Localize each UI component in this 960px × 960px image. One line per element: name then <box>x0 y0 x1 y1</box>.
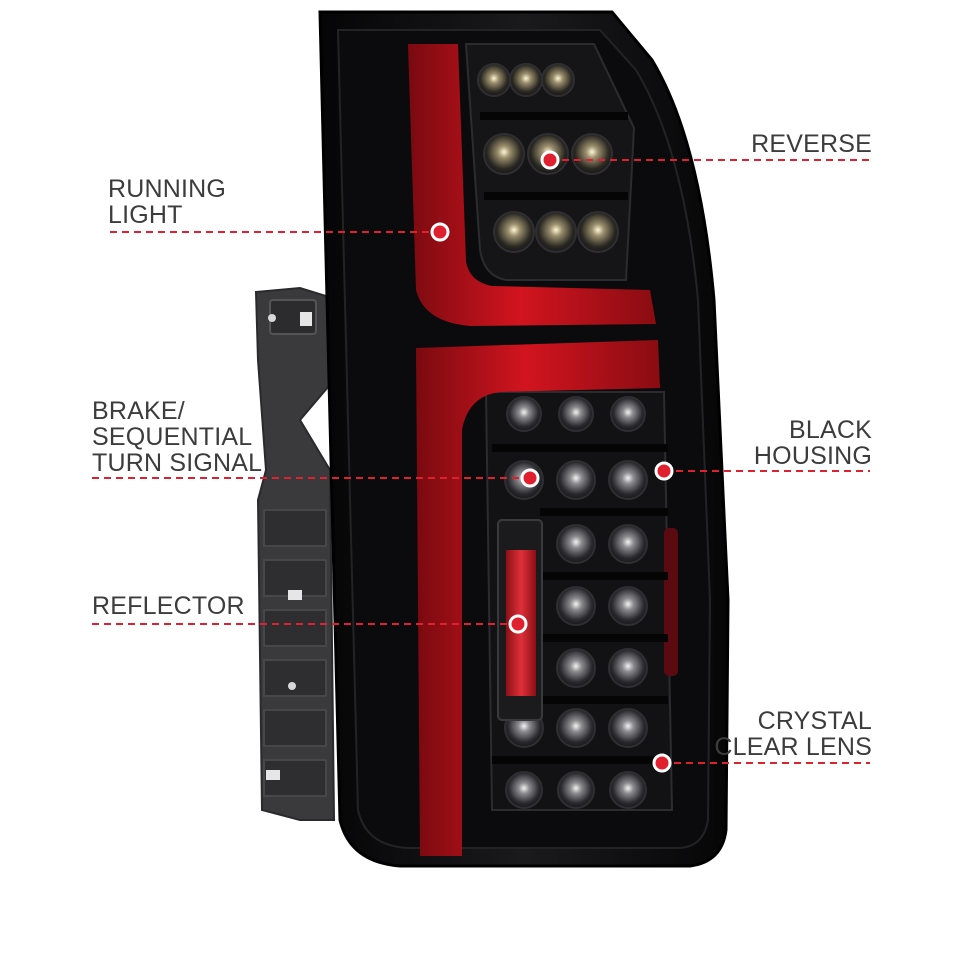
callout-black-housing-line2: HOUSING <box>753 442 872 470</box>
callout-brake-turn-line2: SEQUENTIAL <box>92 423 253 451</box>
red-light-bar <box>408 44 660 856</box>
callout-reverse: REVERSE <box>751 131 872 157</box>
reverse-led-grid <box>477 63 628 253</box>
callout-lines <box>92 159 870 764</box>
callout-reflector: REFLECTOR <box>92 593 245 619</box>
brake-led-grid <box>504 396 648 809</box>
led-dividers <box>492 444 668 764</box>
callout-brake-turn: BRAKE/ SEQUENTIAL TURN SIGNAL <box>92 398 262 476</box>
callout-crystal-lens: CRYSTAL CLEAR LENS <box>714 708 872 760</box>
callout-brake-turn-line3: TURN SIGNAL <box>92 449 263 477</box>
callout-black-housing-line1: BLACK <box>789 416 872 444</box>
callout-running-light-line2: LIGHT <box>108 201 183 229</box>
callout-crystal-lens-line2: CLEAR LENS <box>714 733 872 761</box>
callout-dots <box>430 150 674 773</box>
callout-running-light: RUNNING LIGHT <box>108 176 226 228</box>
callout-reverse-line1: REVERSE <box>751 130 872 158</box>
mounting-bracket <box>254 286 336 821</box>
callout-crystal-lens-line1: CRYSTAL <box>757 707 872 735</box>
callout-running-light-line1: RUNNING <box>108 175 227 203</box>
callout-brake-turn-line1: BRAKE/ <box>92 397 185 425</box>
callout-reflector-line1: REFLECTOR <box>92 592 245 620</box>
callout-black-housing: BLACK HOUSING <box>754 417 872 469</box>
